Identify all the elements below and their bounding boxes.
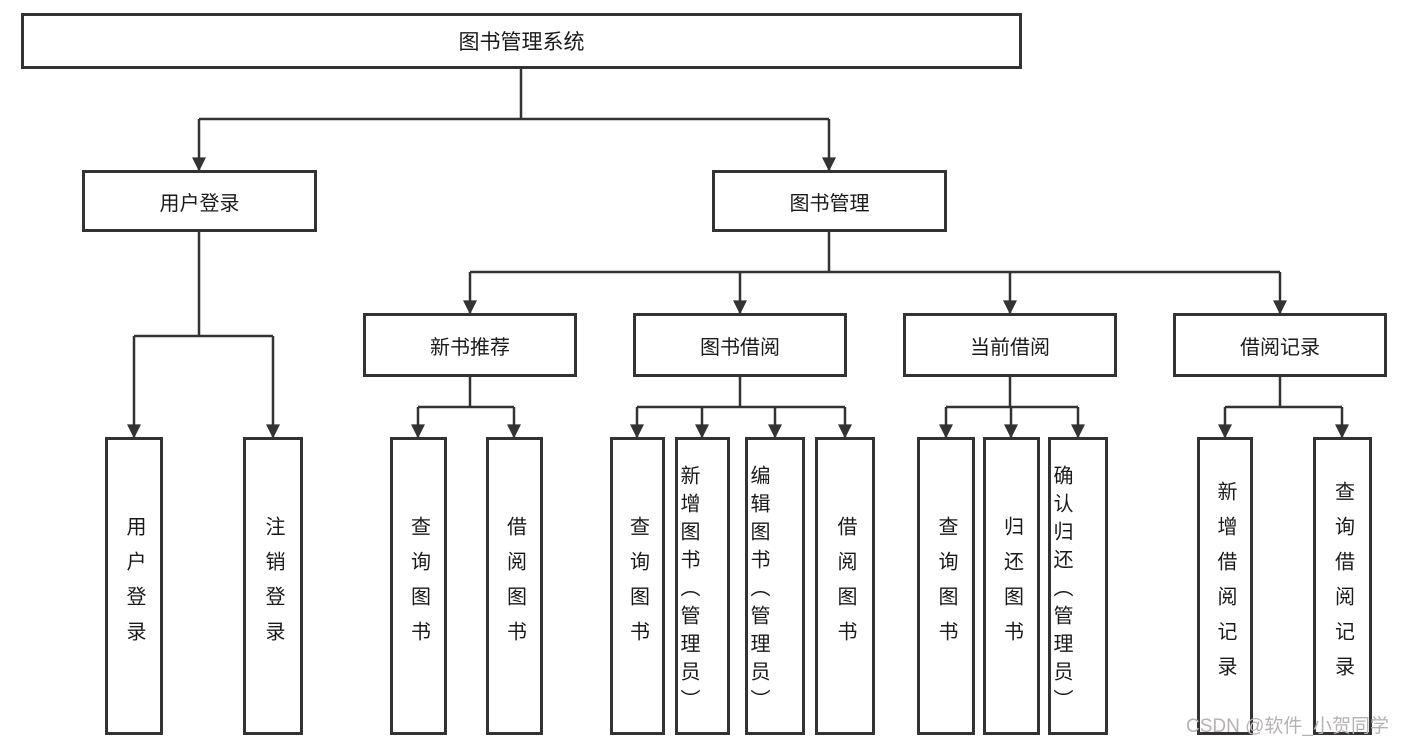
node-user-login: 用户登录 — [82, 170, 317, 232]
leaf-label: 新增借阅记录 — [1214, 481, 1236, 691]
connector-borrow-record-children — [1218, 377, 1349, 439]
connector-root-to-level2 — [192, 69, 836, 172]
leaf-add-borrow-record: 新增借阅记录 — [1197, 437, 1253, 735]
leaf-query-books-3: 查询图书 — [917, 437, 975, 735]
node-new-book-recommend: 新书推荐 — [363, 313, 577, 377]
leaf-user-login: 用户登录 — [105, 437, 163, 735]
leaf-edit-books-admin: 编辑图书（管理员） — [745, 437, 805, 735]
connector-current-borrow-children — [939, 377, 1085, 439]
leaf-label: 注销登录 — [262, 516, 284, 656]
connector-new-book-children — [411, 377, 521, 439]
node-borrow-record: 借阅记录 — [1173, 313, 1387, 377]
leaf-label: 借阅图书 — [834, 516, 856, 656]
leaf-logout: 注销登录 — [243, 437, 303, 735]
leaf-label: 确认归还（管理员） — [1050, 464, 1072, 717]
node-library-system-root: 图书管理系统 — [21, 13, 1022, 69]
node-book-management: 图书管理 — [712, 170, 947, 232]
connector-book-borrow-children — [630, 377, 852, 439]
csdn-watermark: CSDN @软件_小贺同学 — [1186, 716, 1389, 737]
node-current-borrow: 当前借阅 — [903, 313, 1117, 377]
leaf-label: 查询图书 — [626, 516, 649, 656]
leaf-borrow-books-1: 借阅图书 — [486, 437, 543, 735]
connector-book-management-children — [463, 232, 1287, 315]
leaf-add-books-admin: 新增图书（管理员） — [675, 437, 730, 735]
leaf-label: 查询图书 — [935, 516, 957, 656]
connector-user-login-children — [127, 232, 280, 439]
leaf-label: 新增图书（管理员） — [677, 464, 699, 717]
leaf-label: 用户登录 — [123, 516, 145, 656]
leaf-query-books-1: 查询图书 — [390, 437, 447, 735]
leaf-label: 查询借阅记录 — [1331, 481, 1354, 691]
leaf-query-books-2: 查询图书 — [610, 437, 665, 735]
leaf-label: 借阅图书 — [503, 516, 526, 656]
leaf-confirm-return-admin: 确认归还（管理员） — [1048, 437, 1108, 735]
leaf-return-books: 归还图书 — [983, 437, 1040, 735]
leaf-query-borrow-record: 查询借阅记录 — [1313, 437, 1372, 735]
leaf-label: 编辑图书（管理员） — [747, 464, 769, 717]
node-book-borrow: 图书借阅 — [633, 313, 847, 377]
leaf-label: 查询图书 — [407, 516, 430, 656]
leaf-label: 归还图书 — [1000, 516, 1023, 656]
leaf-borrow-books-2: 借阅图书 — [815, 437, 875, 735]
